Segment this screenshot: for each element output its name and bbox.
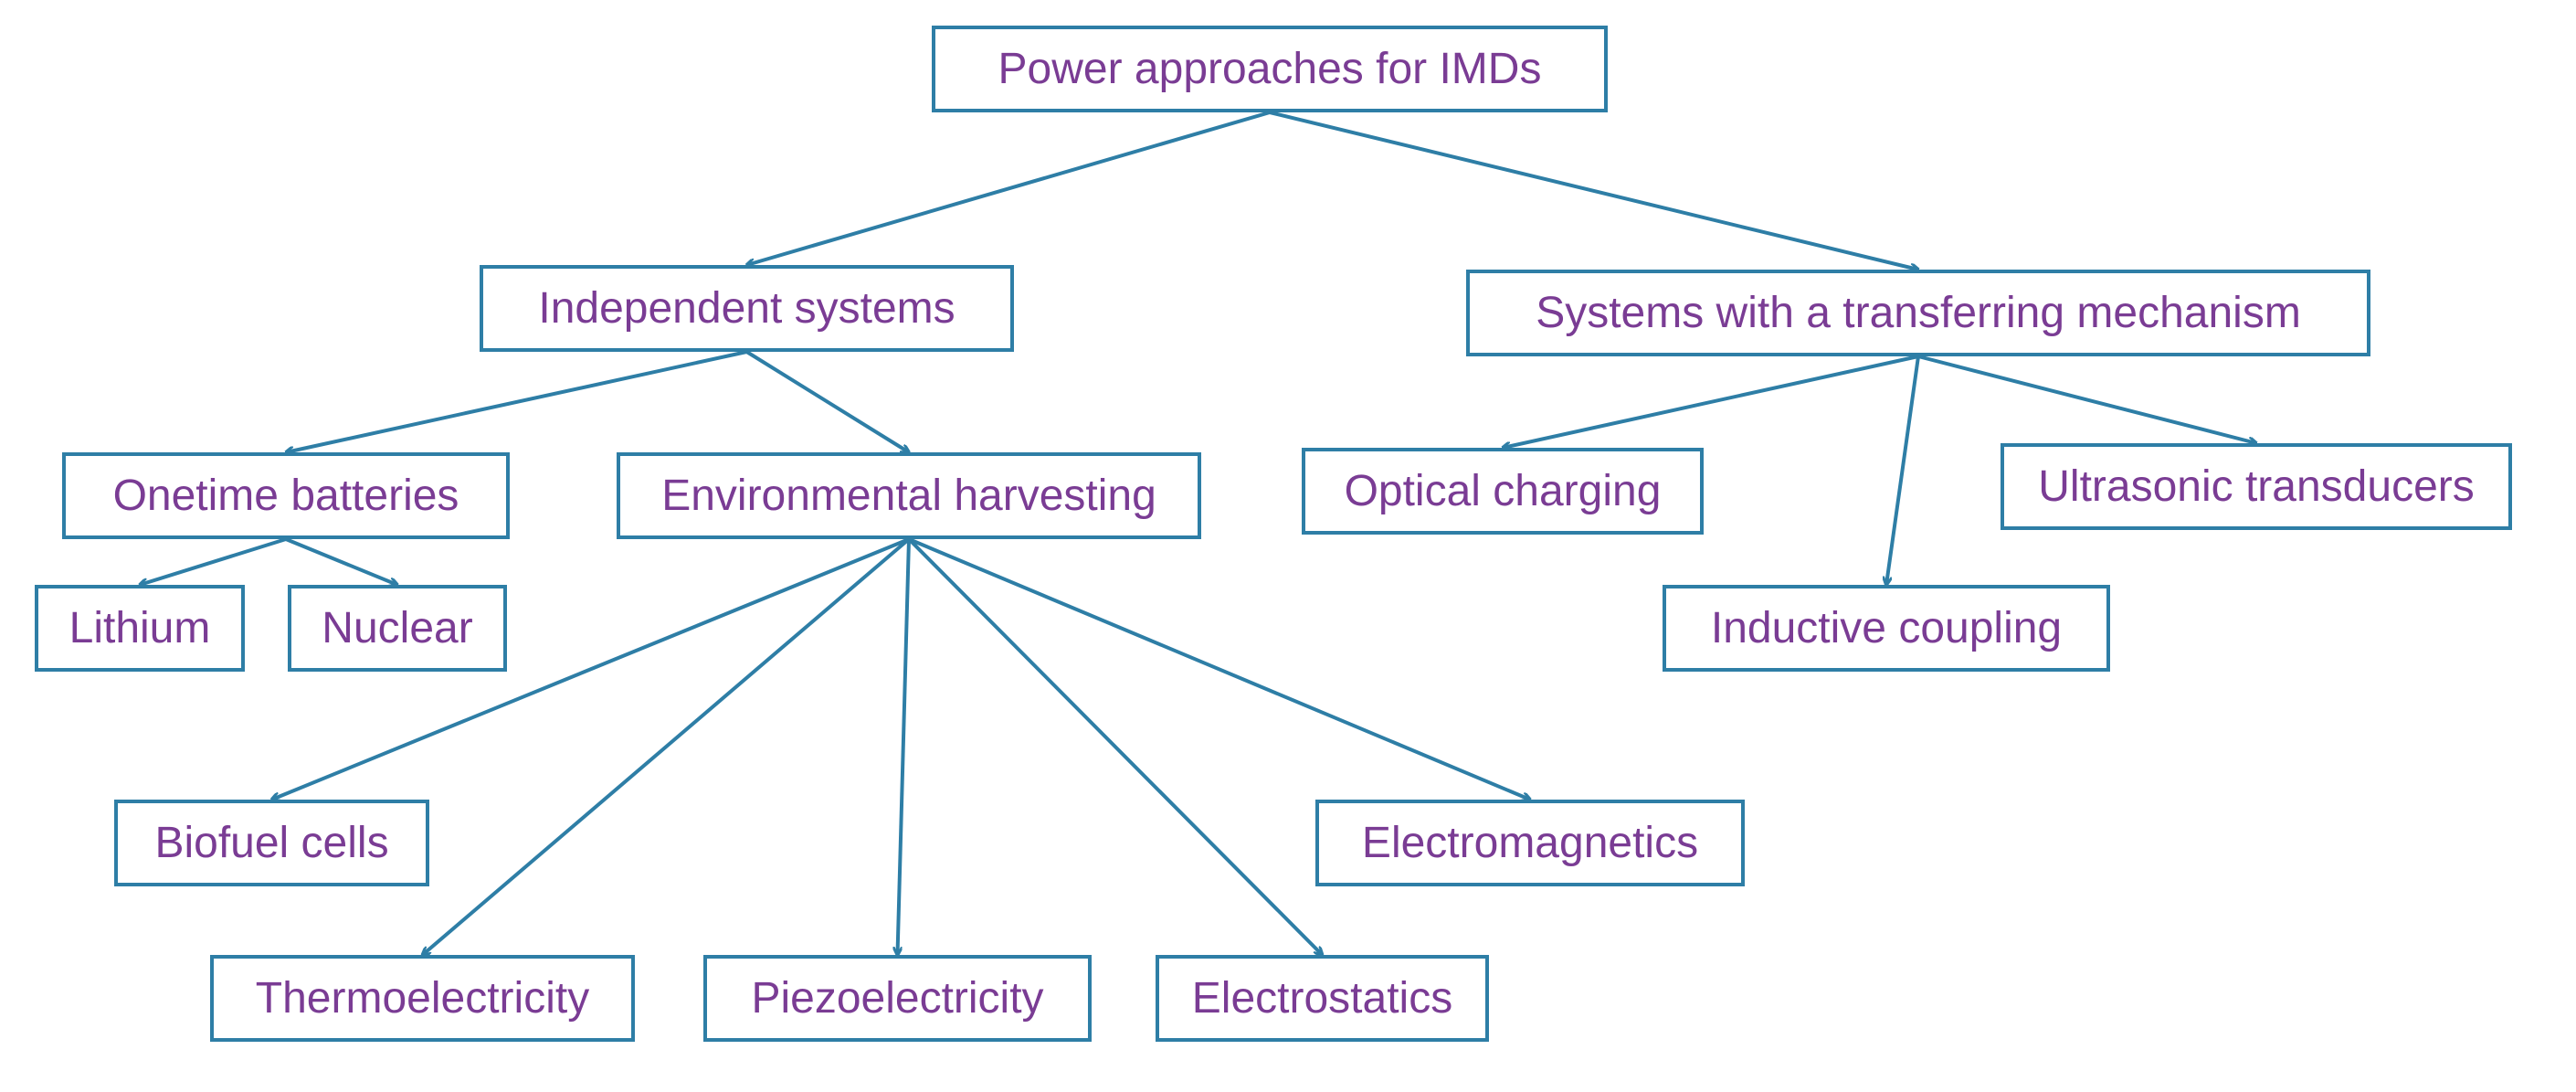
edge-onetime-to-nuclear: [285, 537, 397, 585]
edge-transferring-to-ultrasonic: [1917, 355, 2256, 443]
node-electromagnetics: Electromagnetics: [1315, 800, 1745, 886]
edge-root-to-independent: [747, 111, 1271, 265]
node-onetime-batteries: Onetime batteries: [62, 452, 510, 539]
edge-root-to-transferring: [1269, 111, 1918, 270]
edge-transferring-to-optical: [1503, 355, 1919, 448]
node-inductive-coupling: Inductive coupling: [1663, 585, 2110, 672]
node-biofuel-cells: Biofuel cells: [114, 800, 429, 886]
edge-onetime-to-lithium: [140, 537, 287, 585]
node-piezoelectricity: Piezoelectricity: [703, 955, 1092, 1042]
node-transferring-mechanism: Systems with a transferring mechanism: [1466, 270, 2370, 356]
node-nuclear: Nuclear: [288, 585, 507, 672]
node-power-approaches: Power approaches for IMDs: [932, 26, 1608, 112]
edge-independent-to-onetime: [286, 350, 747, 452]
node-electrostatics: Electrostatics: [1156, 955, 1489, 1042]
edge-transferring-to-inductive: [1886, 355, 1920, 585]
node-lithium: Lithium: [35, 585, 245, 672]
node-ultrasonic-transducers: Ultrasonic transducers: [2001, 443, 2512, 530]
edge-environmental-to-thermo: [423, 537, 911, 955]
node-environmental-harvesting: Environmental harvesting: [617, 452, 1201, 539]
node-thermoelectricity: Thermoelectricity: [210, 955, 635, 1042]
edge-environmental-to-electromagnetics: [908, 537, 1530, 800]
edge-layer: [140, 111, 2256, 955]
edge-independent-to-environmental: [745, 350, 910, 452]
node-independent-systems: Independent systems: [480, 265, 1014, 352]
edge-environmental-to-piezo: [898, 538, 911, 955]
node-optical-charging: Optical charging: [1302, 448, 1704, 535]
edge-environmental-to-electrostatics: [907, 537, 1323, 955]
edge-environmental-to-biofuel: [272, 537, 910, 800]
